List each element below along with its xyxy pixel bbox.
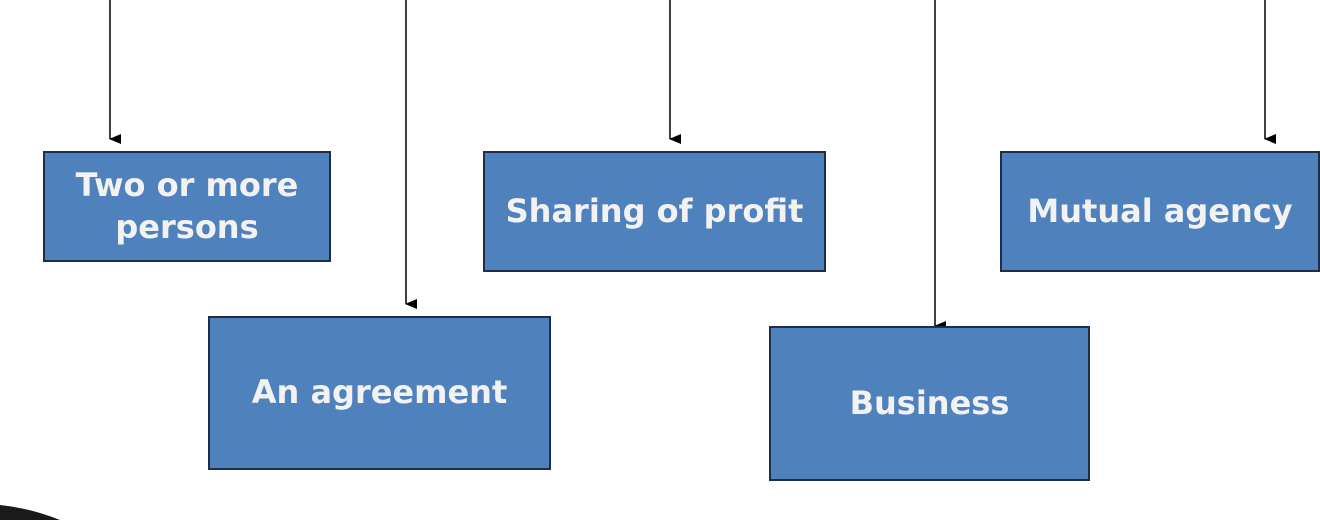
node-business: Business [769,326,1090,481]
node-label: An agreement [251,373,508,412]
node-an-agreement: An agreement [208,316,551,470]
node-sharing-of-profit: Sharing of profit [483,151,826,272]
node-label: Mutual agency [1027,191,1293,230]
decorative-swoosh [0,505,60,520]
node-label: Sharing of profit [505,191,804,230]
node-two-or-more-persons: Two or more persons [43,151,331,262]
node-label: Two or more persons [75,165,299,246]
node-mutual-agency: Mutual agency [1000,151,1320,272]
node-label: Business [849,383,1010,422]
